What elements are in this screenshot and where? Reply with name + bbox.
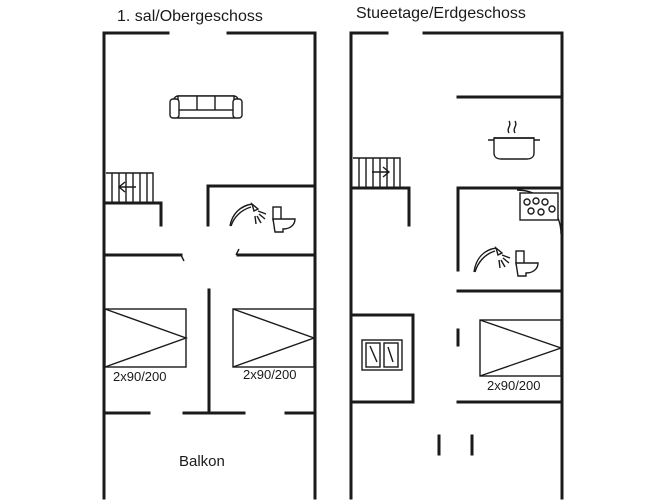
upper-bed-left-label: 2x90/200 [113, 369, 167, 384]
upper-bathroom-walls [206, 184, 317, 227]
ground-utility-walls [349, 313, 415, 404]
cooking-pot-icon [488, 120, 540, 160]
sofa-icon [169, 95, 243, 119]
shower-icon [473, 246, 511, 273]
ground-door-marks [437, 434, 474, 456]
toilet-icon [515, 250, 539, 277]
balcony-label: Balkon [179, 453, 225, 470]
toilet-icon [272, 206, 296, 233]
ground-stair-wall [349, 186, 411, 227]
upper-stair-wall [102, 201, 163, 227]
stairs-icon [106, 172, 154, 203]
ground-outer-walls [349, 31, 564, 500]
bed-icon [104, 308, 189, 368]
washing-machine-icon [361, 339, 403, 371]
upper-floor-plan: 1. sal/Obergeschoss [102, 8, 317, 500]
stairs-icon [353, 157, 401, 188]
ground-floor-plan: Stueetage/Erdgeschoss [349, 5, 564, 500]
bed-icon [479, 319, 564, 377]
upper-door-swings [180, 248, 240, 262]
upper-floor-title: 1. sal/Obergeschoss [117, 8, 263, 25]
ground-bed-label: 2x90/200 [487, 378, 541, 393]
upper-outer-walls [102, 31, 317, 500]
hob-icon [519, 192, 559, 221]
shower-icon [229, 202, 267, 227]
ground-floor-title: Stueetage/Erdgeschoss [356, 5, 526, 22]
upper-bed-right-label: 2x90/200 [243, 367, 297, 382]
ground-bathroom-walls [456, 186, 564, 272]
bed-icon [232, 308, 317, 368]
